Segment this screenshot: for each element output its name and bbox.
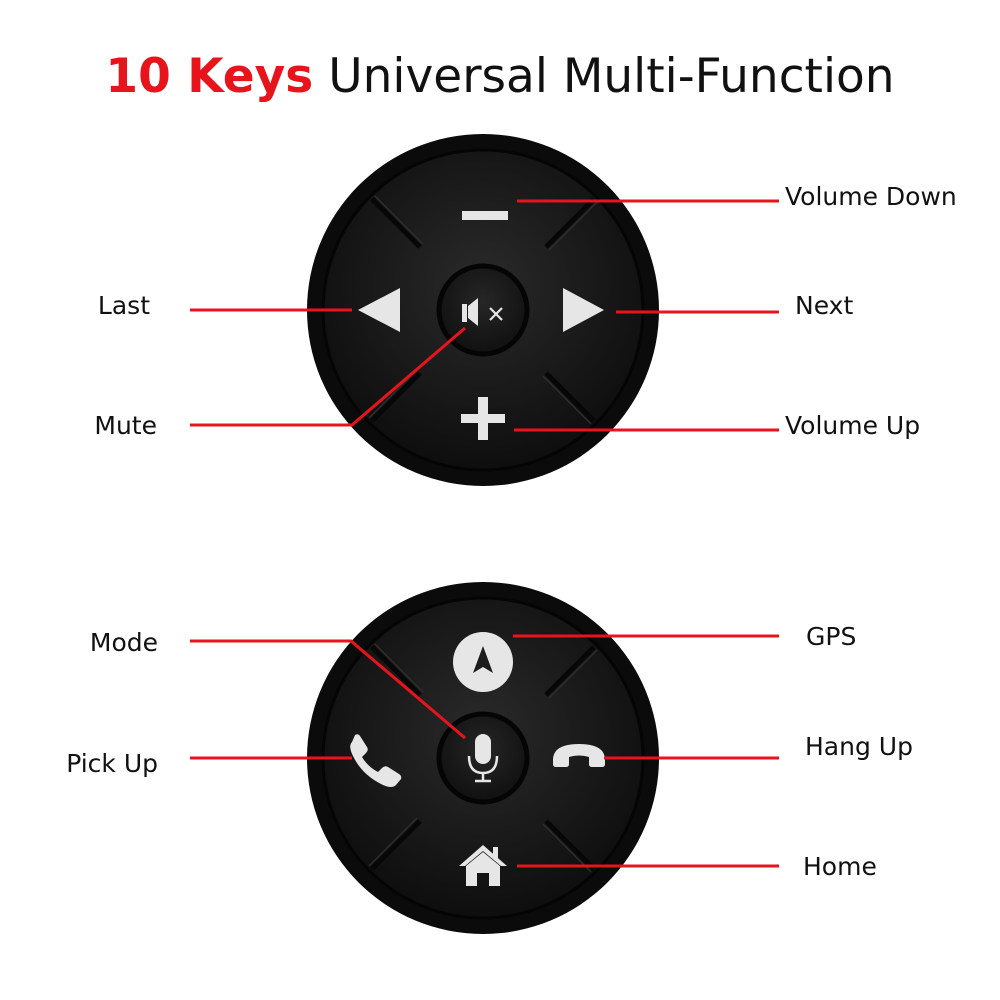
label-hang-up: Hang Up xyxy=(805,732,913,761)
label-gps: GPS xyxy=(806,622,857,651)
minus-icon xyxy=(462,211,508,220)
mute-speaker-icon xyxy=(462,298,503,326)
triangle-right-icon xyxy=(563,288,604,332)
page-title: 10 Keys Universal Multi-Function xyxy=(0,42,1000,112)
remote-phone-leaders xyxy=(190,634,779,868)
label-pick-up: Pick Up xyxy=(66,749,158,778)
label-volume-up: Volume Up xyxy=(785,411,921,440)
remote-phone-separators xyxy=(370,645,596,871)
home-icon xyxy=(459,845,507,886)
remote-phone-separator-highlights xyxy=(368,643,598,873)
label-mute: Mute xyxy=(94,411,157,440)
label-home: Home xyxy=(803,852,877,881)
microphone-icon xyxy=(467,734,499,783)
label-next: Next xyxy=(795,291,854,320)
title-rest: Universal Multi-Function xyxy=(328,49,895,104)
leader-mute xyxy=(190,326,466,427)
title-highlight: 10 Keys xyxy=(105,49,314,104)
remote-media-leaders xyxy=(190,199,779,432)
hang-up-phone-icon xyxy=(553,744,605,767)
remote-phone xyxy=(190,582,779,934)
label-mode: Mode xyxy=(89,628,158,657)
label-volume-down: Volume Down xyxy=(785,182,957,211)
triangle-left-icon xyxy=(358,288,400,332)
navigation-arrow-icon xyxy=(453,632,513,692)
label-last: Last xyxy=(97,291,150,320)
remote-media-separators xyxy=(370,197,596,423)
phone-icon xyxy=(350,734,402,787)
remote-media xyxy=(190,134,779,486)
leader-mode xyxy=(190,639,466,740)
plus-icon xyxy=(461,397,505,440)
